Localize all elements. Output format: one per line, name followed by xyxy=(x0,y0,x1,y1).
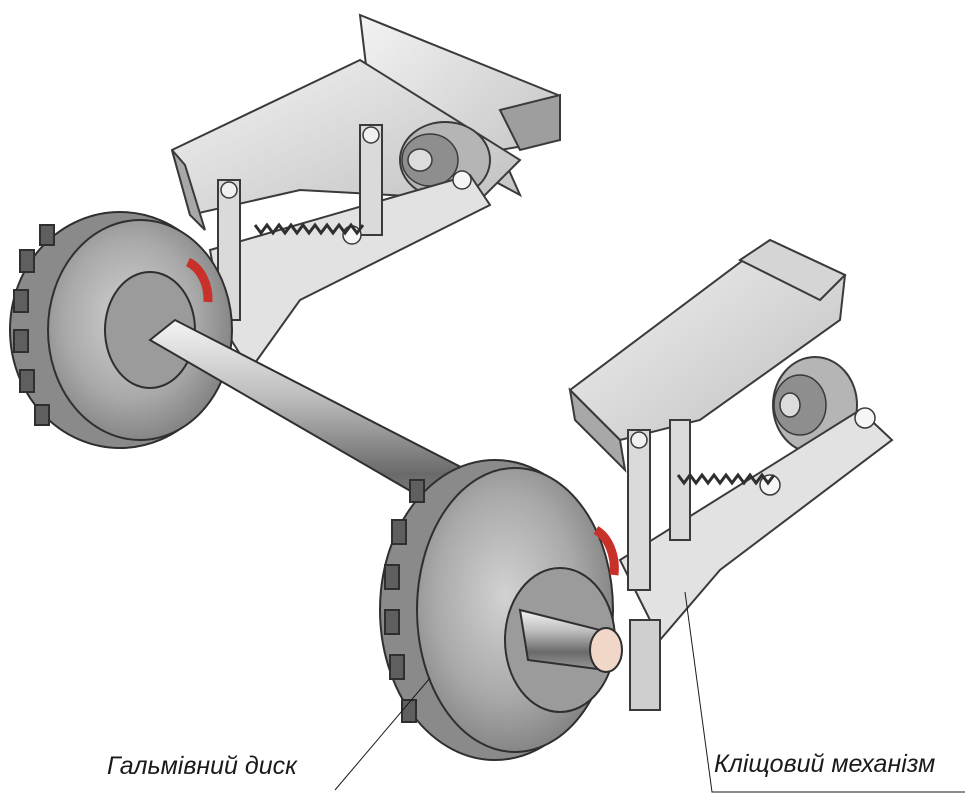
caliper-mechanism-label: Кліщовий механізм xyxy=(714,750,936,778)
rear-spring xyxy=(253,222,365,236)
front-caliper-levers xyxy=(618,407,894,711)
leader-brake-disc xyxy=(334,677,431,791)
front-bogie-beam xyxy=(568,238,847,473)
rear-caliper-levers xyxy=(208,124,492,372)
front-spring xyxy=(676,472,776,486)
leader-lines xyxy=(334,591,965,793)
leader-caliper-mechanism xyxy=(684,591,965,793)
rear-brake-disc xyxy=(9,211,233,449)
front-brake-disc xyxy=(379,459,623,761)
brake-disc-label: Гальмівний диск xyxy=(107,752,297,780)
